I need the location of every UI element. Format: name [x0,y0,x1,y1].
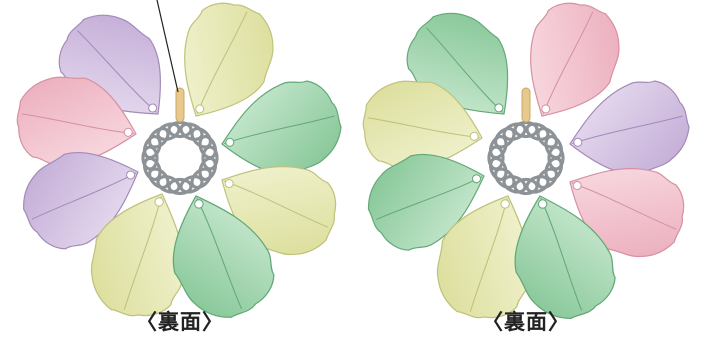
left-bail [176,88,184,122]
caption-left: 〈裏面〉 [136,306,224,336]
left-jump-rings [142,121,219,195]
right-bail [522,88,530,122]
flower-right [355,0,698,331]
caption-right: 〈裏面〉 [482,306,570,336]
flower-left [9,0,350,330]
right-jump-rings [488,121,565,195]
